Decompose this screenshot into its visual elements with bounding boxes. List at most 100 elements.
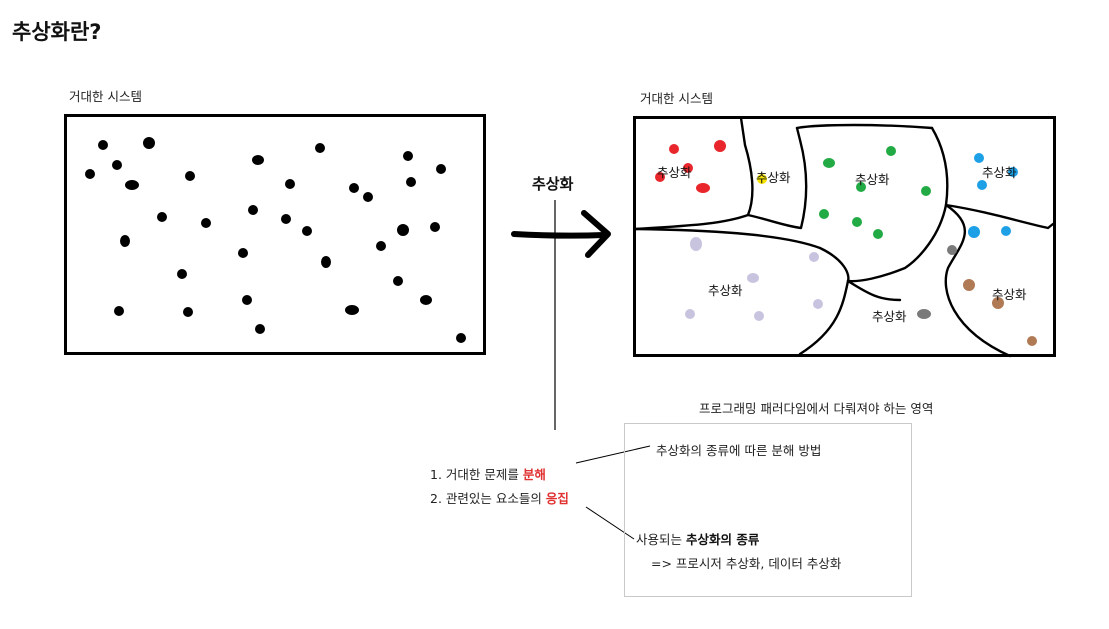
element-dot [696,183,710,193]
element-dot [754,311,764,321]
scattered-elements [85,137,466,343]
element-dot [376,241,386,251]
right-system-caption: 거대한 시스템 [640,91,713,106]
element-dot [238,248,248,258]
region-boundaries [634,116,1055,358]
info-line-decomposition-method: 추상화의 종류에 따른 분해 방법 [656,443,822,458]
element-dot [120,235,130,247]
element-dot [819,209,829,219]
info-box [624,423,912,597]
region-label: 추상화 [855,172,890,187]
element-dot [420,295,432,305]
paradigm-note: 프로그래밍 패러다임에서 다뤄져야 하는 영역 [699,401,934,416]
element-dot [143,137,155,149]
element-dot [125,180,139,190]
element-dot [856,182,866,192]
element-dot [185,171,195,181]
region-label: 추상화 [992,287,1027,302]
region-label: 추상화 [872,309,907,324]
element-dot [809,252,819,262]
element-dot [114,306,124,316]
element-dot [397,224,409,236]
element-dot [823,158,835,168]
element-dot [201,218,211,228]
pointer-line-decompose [575,445,651,464]
element-dot [363,192,373,202]
point-decompose: 1. 거대한 문제를 분해 [430,464,546,483]
point-cohesion: 2. 관련있는 요소들의 응집 [430,488,569,507]
element-dot [406,177,416,187]
element-dot [281,214,291,224]
region-label: 추상화 [657,165,692,180]
element-dot [183,307,193,317]
element-dot [456,333,466,343]
element-dot [655,172,665,182]
element-dot [747,273,759,283]
element-dot [917,309,931,319]
element-dot [690,237,702,251]
point-text: 2. 관련있는 요소들의 [430,491,546,506]
element-dot [285,179,295,189]
region-label: 추상화 [708,283,743,298]
element-dot [886,146,896,156]
element-dot [683,163,693,173]
element-dot [255,324,265,334]
element-dot [248,205,258,215]
element-dot [1008,167,1018,177]
brown-region-dots [963,279,1037,346]
element-dot [430,222,440,232]
point-emphasis: 응집 [545,491,569,506]
page-title: 추상화란? [12,20,102,44]
element-dot [1027,336,1037,346]
gray-region-dots [917,245,957,319]
element-dot [436,164,446,174]
element-dot [345,305,359,315]
left-system-caption: 거대한 시스템 [69,89,142,104]
element-dot [112,160,122,170]
transform-arrow-icon [511,210,611,258]
red-region-dots [655,140,726,193]
yellow-element-dot [757,174,767,184]
element-dot [252,155,264,165]
info-emphasis: 추상화의 종류 [685,532,760,547]
element-dot [85,169,95,179]
element-dot [315,143,325,153]
element-dot [992,297,1004,309]
point-text: 1. 거대한 문제를 [430,467,523,482]
element-dot [393,276,403,286]
arrow-label: 추상화 [532,175,574,193]
element-dot [714,140,726,152]
region-label: 추상화 [982,165,1017,180]
element-dot [963,279,975,291]
blue-region-dots [968,153,1018,238]
info-line-abstraction-types: => 프로시저 추상화, 데이터 추상화 [651,556,842,571]
element-dot [813,299,823,309]
element-dot [349,183,359,193]
element-dot [403,151,413,161]
abstracted-system-box [633,116,1056,357]
element-dot [947,245,957,255]
element-dot [669,144,679,154]
element-dot [302,226,312,236]
large-system-box [64,114,486,355]
element-dot [242,295,252,305]
element-dot [974,153,984,163]
element-dot [321,256,331,268]
point-emphasis: 분해 [522,467,546,482]
info-text: 사용되는 [636,532,686,547]
element-dot [1001,226,1011,236]
element-dot [177,269,187,279]
pointer-line-cohesion [585,506,635,540]
element-dot [921,186,931,196]
element-dot [873,229,883,239]
info-line-abstraction-kinds: 사용되는 추상화의 종류 [636,529,759,548]
green-region-dots [819,146,931,239]
element-dot [852,217,862,227]
lavender-region-dots [685,237,823,321]
element-dot [157,212,167,222]
element-dot [977,180,987,190]
element-dot [685,309,695,319]
element-dot [968,226,980,238]
region-label: 추상화 [756,170,791,185]
